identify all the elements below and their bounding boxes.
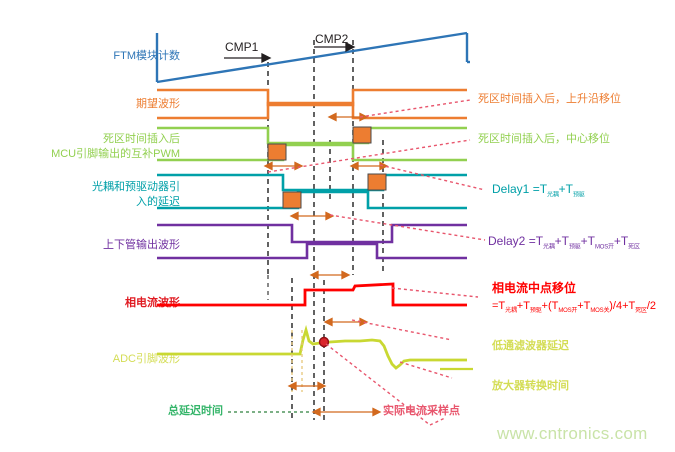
row-label-ftm: FTM模块计数 bbox=[113, 50, 180, 62]
expected-waveform bbox=[157, 88, 467, 120]
opto-predriver-waveform bbox=[157, 173, 467, 210]
f-p1: 光耦 bbox=[505, 308, 517, 315]
deadtime-block-teal-2 bbox=[367, 173, 387, 191]
annotation-leader-lines bbox=[228, 99, 486, 426]
pwm-after-deadtime-waveform bbox=[157, 126, 467, 162]
deadtime-block-teal-1 bbox=[282, 191, 302, 209]
delay2-sub1: 光耦 bbox=[543, 244, 555, 251]
adc-helper-dashed-lines bbox=[291, 330, 303, 392]
deadtime-block-green-2 bbox=[352, 126, 372, 144]
annotation-total-delay-time: 总延迟时间 bbox=[168, 405, 223, 417]
phase-current-waveform bbox=[157, 282, 467, 307]
row-label-adc-pin: ADC引脚波形 bbox=[112, 353, 180, 365]
annotation-actual-sample-point: 实际电流采样点 bbox=[383, 405, 460, 417]
f-p7: MOS关 bbox=[590, 308, 610, 315]
ftm-counter-waveform bbox=[155, 31, 470, 84]
delay2-mid3: +T bbox=[613, 234, 629, 248]
delay2-mid2: +T bbox=[580, 234, 595, 248]
cmp2-label: CMP2 bbox=[315, 32, 349, 46]
cmp2-arrow bbox=[314, 41, 356, 53]
f-p9: 死区 bbox=[635, 308, 647, 315]
annotation-current-midpoint-formula: =T光耦+T预驱+(TMOS开+TMOS关)/4+T死区/2 bbox=[492, 300, 656, 316]
deadtime-block-green-1 bbox=[267, 143, 287, 161]
f-p6: +T bbox=[577, 300, 591, 312]
annotation-delay2: Delay2 =T光耦+T预驱+TMOS开+T死区 bbox=[488, 234, 640, 252]
annotation-lowpass-filter-delay: 低通滤波器延迟 bbox=[492, 340, 569, 352]
row-label-bridge-output: 上下管输出波形 bbox=[103, 239, 180, 251]
delay2-sub2: 预驱 bbox=[568, 244, 581, 251]
cmp1-label: CMP1 bbox=[225, 40, 259, 54]
site-watermark: www.cntronics.com bbox=[497, 424, 648, 443]
delay1-sub1: 光耦 bbox=[547, 192, 559, 199]
f-p2: +T bbox=[516, 300, 530, 312]
bridge-output-waveform bbox=[157, 223, 467, 260]
f-p0: =T bbox=[492, 300, 506, 312]
row-label-pwm-line2: MCU引脚输出的互补PWM bbox=[51, 148, 180, 160]
vertical-dashed-guides bbox=[267, 40, 384, 420]
annotation-current-midpoint-title: 相电流中点移位 bbox=[492, 281, 577, 295]
delay1-mid: +T bbox=[558, 182, 573, 196]
adc-pin-waveform bbox=[157, 324, 467, 370]
row-label-opto-line2: 入的延迟 bbox=[136, 196, 180, 208]
annotation-delay1: Delay1 =T光耦+T预驱 bbox=[492, 182, 585, 200]
cmp1-arrow bbox=[224, 52, 272, 64]
delay2-prefix: Delay2 =T bbox=[488, 234, 544, 248]
annotation-rising-edge-shift: 死区时间插入后，上升沿移位 bbox=[478, 93, 621, 105]
row-label-opto-line1: 光耦和预驱动器引 bbox=[92, 181, 180, 193]
delay1-prefix: Delay1 =T bbox=[492, 182, 548, 196]
f-p3: 预驱 bbox=[529, 308, 542, 315]
annotation-center-shift: 死区时间插入后，中心移位 bbox=[478, 133, 610, 145]
f-p8: )/4+T bbox=[609, 300, 636, 312]
f-p4: +(T bbox=[541, 300, 559, 312]
f-p5: MOS开 bbox=[558, 308, 578, 315]
delay2-mid: +T bbox=[554, 234, 569, 248]
delay2-sub4: 死区 bbox=[628, 244, 640, 251]
delay2-sub3: MOS开 bbox=[594, 244, 614, 251]
delay1-sub2: 预驱 bbox=[572, 192, 585, 199]
row-label-pwm-line1: 死区时间插入后 bbox=[103, 133, 180, 145]
f-p10: /2 bbox=[646, 300, 657, 312]
annotation-amplifier-conversion-time: 放大器转换时间 bbox=[492, 380, 569, 392]
row-label-expected-waveform: 期望波形 bbox=[136, 98, 180, 110]
